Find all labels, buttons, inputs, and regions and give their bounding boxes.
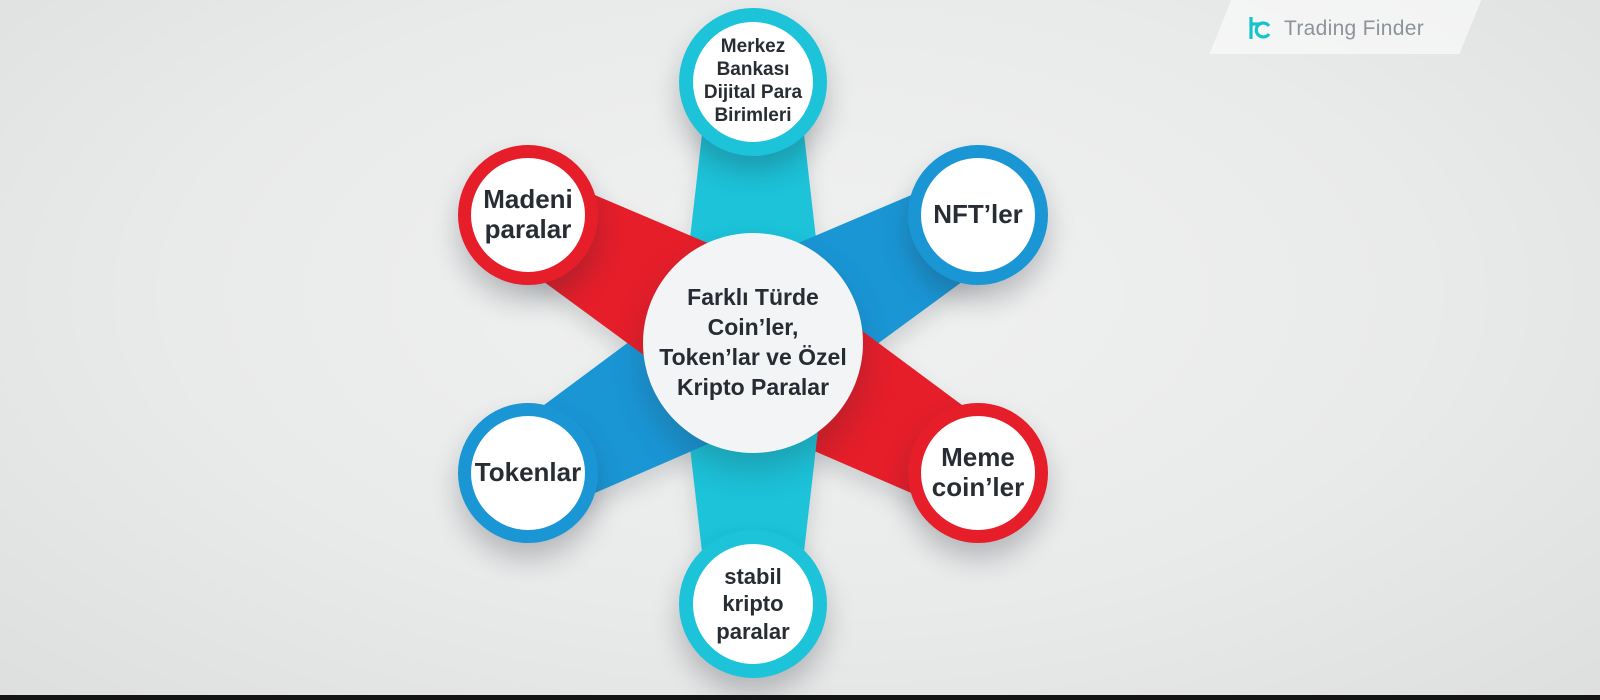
node-label-meme-coins: Meme coin’ler xyxy=(931,442,1025,502)
brand-name: Trading Finder xyxy=(1284,17,1424,40)
node-meme-coins: Meme coin’ler xyxy=(908,403,1048,543)
node-central-bank-digital-currencies: Merkez Bankası Dijital Para Birimleri xyxy=(679,8,827,156)
node-label-stablecoins: stabil kripto paralar xyxy=(716,563,790,644)
node-nfts: NFT’ler xyxy=(908,145,1048,285)
node-label-coins: Madeni paralar xyxy=(483,184,573,244)
center-node: Farklı Türde Coin’ler, Token’lar ve Özel… xyxy=(643,233,863,453)
bottom-border xyxy=(0,695,1600,700)
brand-logo: Trading Finder xyxy=(1245,14,1424,44)
node-stablecoins: stabil kripto paralar xyxy=(679,530,827,678)
node-label-tokens: Tokenlar xyxy=(474,457,582,488)
node-tokens: Tokenlar xyxy=(458,403,598,543)
node-coins: Madeni paralar xyxy=(458,145,598,285)
node-label-nfts: NFT’ler xyxy=(933,199,1023,230)
center-node-label: Farklı Türde Coin’ler, Token’lar ve Özel… xyxy=(659,284,847,400)
trading-finder-logo-icon xyxy=(1249,17,1271,39)
node-label-cbdc: Merkez Bankası Dijital Para Birimleri xyxy=(703,36,803,126)
